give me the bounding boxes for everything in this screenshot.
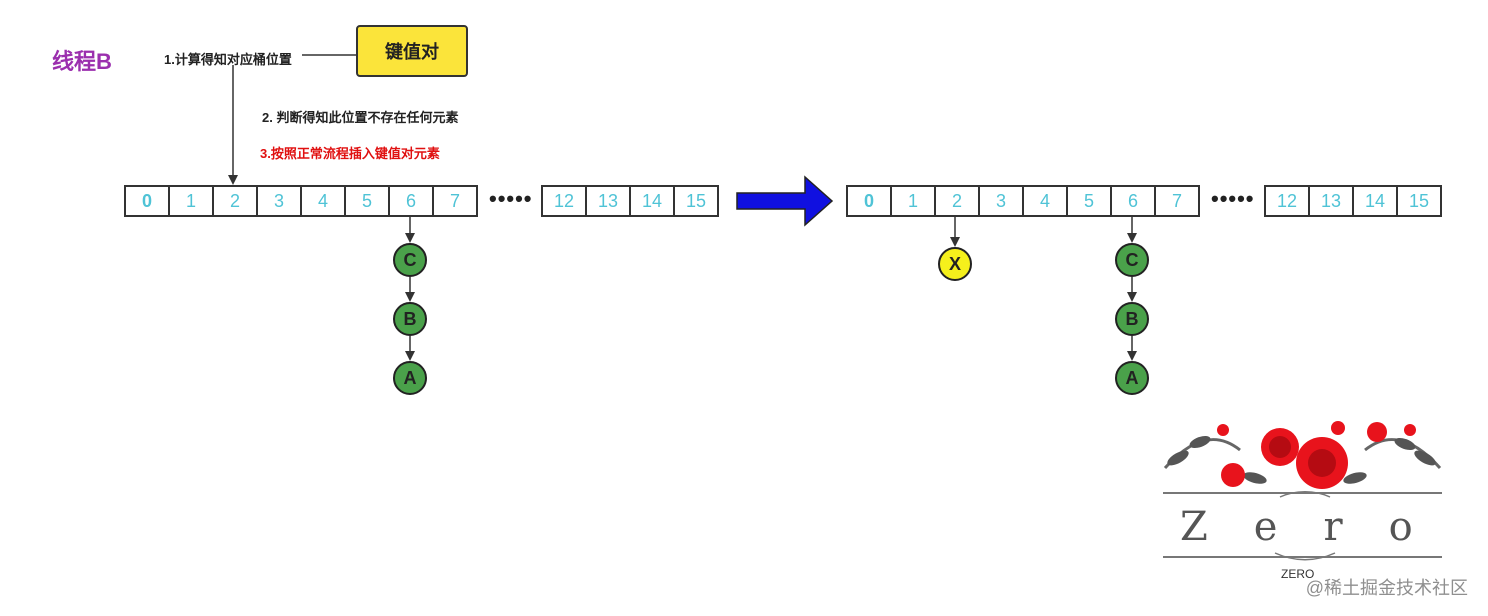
- left-bucket-7: 7: [432, 185, 478, 217]
- logo-word: Zero: [1180, 504, 1459, 550]
- right-bucket-3: 3: [978, 185, 1024, 217]
- left-bucket-12: 12: [541, 185, 587, 217]
- watermark: @稀土掘金技术社区: [1305, 578, 1468, 598]
- left-bucket-1: 1: [168, 185, 214, 217]
- step-3-label: 3.按照正常流程插入键值对元素: [260, 146, 440, 161]
- right-bucket-14: 14: [1352, 185, 1398, 217]
- right-bucket-6: 6: [1110, 185, 1156, 217]
- right-node-c: C: [1115, 243, 1149, 277]
- left-ellipsis: •••••: [489, 186, 533, 211]
- left-bucket-15: 15: [673, 185, 719, 217]
- left-bucket-6: 6: [388, 185, 434, 217]
- right-bucket-12: 12: [1264, 185, 1310, 217]
- left-bucket-13: 13: [585, 185, 631, 217]
- right-bucket-7: 7: [1154, 185, 1200, 217]
- left-node-a: A: [393, 361, 427, 395]
- step-1-label: 1.计算得知对应桶位置: [164, 52, 292, 67]
- left-bucket-5: 5: [344, 185, 390, 217]
- logo-small-word: ZERO: [1281, 567, 1315, 581]
- transition-arrow: [736, 175, 834, 227]
- left-node-b: B: [393, 302, 427, 336]
- right-node-b: B: [1115, 302, 1149, 336]
- right-ellipsis: •••••: [1211, 186, 1255, 211]
- left-bucket-3: 3: [256, 185, 302, 217]
- left-bucket-4: 4: [300, 185, 346, 217]
- left-node-c: C: [393, 243, 427, 277]
- left-bucket-14: 14: [629, 185, 675, 217]
- step-2-label: 2. 判断得知此位置不存在任何元素: [262, 110, 459, 125]
- right-node-x: X: [938, 247, 972, 281]
- key-value-label: 键值对: [385, 42, 439, 62]
- right-bucket-1: 1: [890, 185, 936, 217]
- thread-title: 线程B: [52, 49, 112, 74]
- right-bucket-0: 0: [846, 185, 892, 217]
- right-bucket-13: 13: [1308, 185, 1354, 217]
- right-bucket-15: 15: [1396, 185, 1442, 217]
- right-bucket-4: 4: [1022, 185, 1068, 217]
- rose-logo-icon: [1163, 421, 1442, 561]
- right-bucket-5: 5: [1066, 185, 1112, 217]
- left-bucket-2: 2: [212, 185, 258, 217]
- key-value-box: 键值对: [356, 25, 468, 77]
- right-node-a: A: [1115, 361, 1149, 395]
- right-bucket-2: 2: [934, 185, 980, 217]
- left-bucket-0: 0: [124, 185, 170, 217]
